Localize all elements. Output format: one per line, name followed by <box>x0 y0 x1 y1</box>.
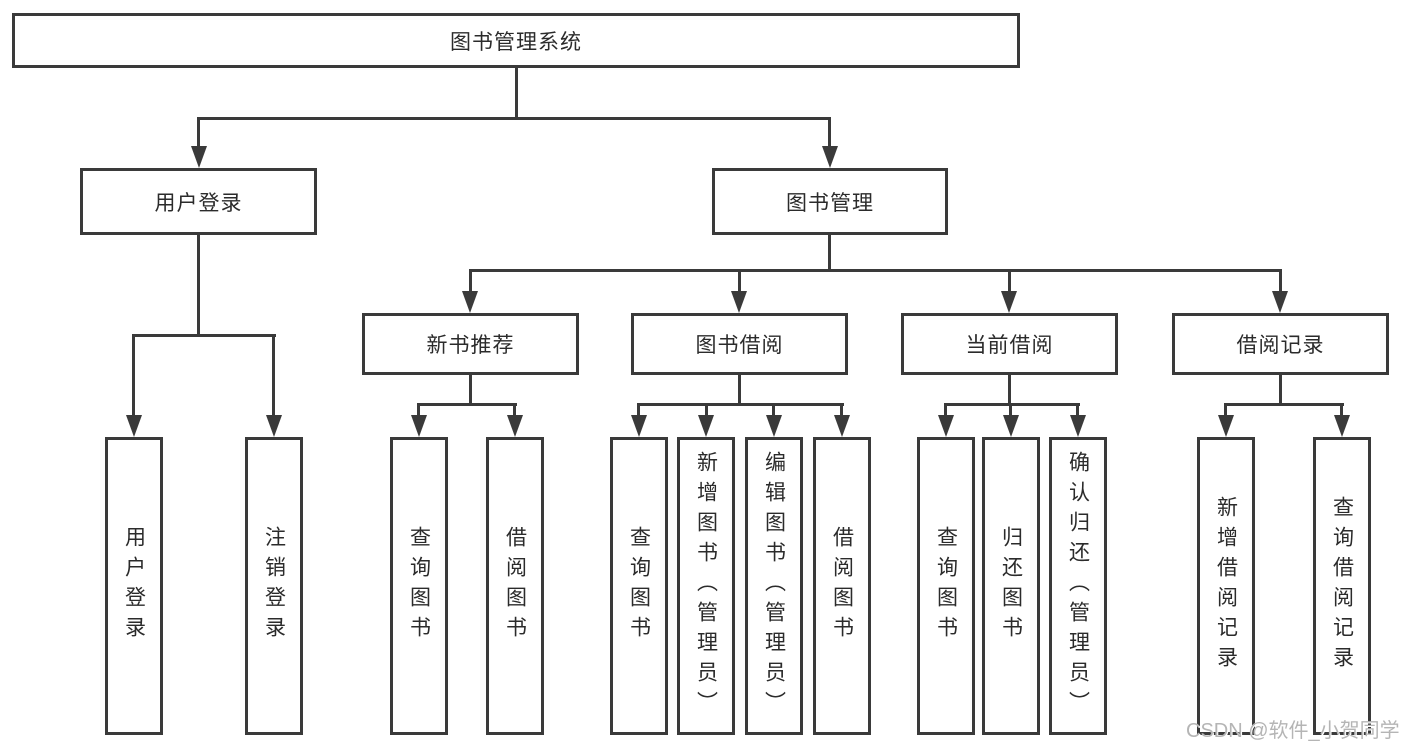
leaf-label: 查询图书 <box>934 526 958 646</box>
arrow-down-icon <box>938 415 954 437</box>
connector-line <box>417 403 420 419</box>
leaf-user-login: 用户登录 <box>105 437 163 735</box>
connector-line <box>417 403 517 406</box>
leaf-label: 借阅图书 <box>830 526 854 646</box>
connector-line <box>828 117 831 149</box>
leaf-label: 归还图书 <box>999 526 1023 646</box>
leaf-label: 查询图书 <box>627 526 651 646</box>
connector-line <box>944 403 947 419</box>
leaf-label: 确认归还（管理员） <box>1066 451 1090 721</box>
arrow-down-icon <box>698 415 714 437</box>
node-book-borrow: 图书借阅 <box>631 313 848 375</box>
connector-line <box>469 269 472 293</box>
leaf-logout: 注销登录 <box>245 437 303 735</box>
node-label: 图书管理系统 <box>450 30 582 54</box>
arrow-down-icon <box>834 415 850 437</box>
arrow-down-icon <box>1218 415 1234 437</box>
leaf-query-books: 查询图书 <box>390 437 448 735</box>
connector-line <box>637 403 844 406</box>
node-current-borrow: 当前借阅 <box>901 313 1118 375</box>
connector-line <box>944 403 1080 406</box>
leaf-label: 查询借阅记录 <box>1330 496 1354 676</box>
arrow-down-icon <box>1272 291 1288 313</box>
node-label: 图书管理 <box>786 191 874 215</box>
arrow-down-icon <box>462 291 478 313</box>
arrow-down-icon <box>731 291 747 313</box>
leaf-label: 新增图书（管理员） <box>694 451 718 721</box>
connector-line <box>637 403 640 419</box>
leaf-add-books-admin: 新增图书（管理员） <box>677 437 735 735</box>
arrow-down-icon <box>631 415 647 437</box>
node-label: 用户登录 <box>154 191 243 215</box>
arrow-down-icon <box>1001 291 1017 313</box>
node-label: 借阅记录 <box>1236 334 1325 357</box>
connector-line <box>1008 269 1011 293</box>
leaf-label: 用户登录 <box>122 526 146 646</box>
connector-line <box>513 403 516 419</box>
leaf-query-books: 查询图书 <box>610 437 668 735</box>
connector-line <box>469 269 1282 272</box>
arrow-down-icon <box>1003 415 1019 437</box>
connector-line <box>1340 403 1343 419</box>
leaf-label: 借阅图书 <box>503 526 527 646</box>
leaf-borrow-books: 借阅图书 <box>486 437 544 735</box>
arrow-down-icon <box>507 415 523 437</box>
connector-line <box>132 334 135 417</box>
arrow-down-icon <box>766 415 782 437</box>
arrow-down-icon <box>266 415 282 437</box>
arrow-down-icon <box>1070 415 1086 437</box>
node-label: 当前借阅 <box>965 334 1054 357</box>
connector-line <box>469 375 472 405</box>
node-book-management: 图书管理 <box>712 168 948 235</box>
leaf-add-borrow-record: 新增借阅记录 <box>1197 437 1255 735</box>
connector-line <box>197 117 200 149</box>
leaf-return-books: 归还图书 <box>982 437 1040 735</box>
leaf-confirm-return-admin: 确认归还（管理员） <box>1049 437 1107 735</box>
connector-line <box>1224 403 1227 419</box>
connector-line <box>197 117 831 120</box>
leaf-label: 查询图书 <box>407 526 431 646</box>
leaf-label: 新增借阅记录 <box>1214 496 1238 676</box>
connector-line <box>772 403 775 419</box>
leaf-query-borrow-record: 查询借阅记录 <box>1313 437 1371 735</box>
connector-line <box>272 334 275 417</box>
connector-line <box>132 334 276 337</box>
arrow-down-icon <box>126 415 142 437</box>
node-borrow-records: 借阅记录 <box>1172 313 1389 375</box>
arrow-down-icon <box>1334 415 1350 437</box>
connector-line <box>1279 269 1282 293</box>
connector-line <box>705 403 708 419</box>
connector-line <box>1008 375 1011 405</box>
connector-line <box>738 375 741 405</box>
connector-line <box>1076 403 1079 419</box>
arrow-down-icon <box>822 146 838 168</box>
connector-line <box>1279 375 1282 405</box>
leaf-label: 编辑图书（管理员） <box>762 451 786 721</box>
arrow-down-icon <box>191 146 207 168</box>
connector-line <box>515 68 518 119</box>
connector-line <box>840 403 843 419</box>
node-label: 图书借阅 <box>695 334 784 357</box>
node-library-management-system: 图书管理系统 <box>12 13 1020 68</box>
connector-line <box>828 235 831 271</box>
connector-line <box>197 235 200 336</box>
node-user-login: 用户登录 <box>80 168 317 235</box>
connector-line <box>1009 403 1012 419</box>
leaf-edit-books-admin: 编辑图书（管理员） <box>745 437 803 735</box>
leaf-label: 注销登录 <box>262 526 286 646</box>
leaf-borrow-books: 借阅图书 <box>813 437 871 735</box>
node-new-book-recommend: 新书推荐 <box>362 313 579 375</box>
csdn-watermark: CSDN @软件_小贺同学 <box>1186 720 1400 742</box>
node-label: 新书推荐 <box>426 334 515 357</box>
connector-line <box>738 269 741 293</box>
leaf-query-books: 查询图书 <box>917 437 975 735</box>
arrow-down-icon <box>411 415 427 437</box>
connector-line <box>1224 403 1344 406</box>
